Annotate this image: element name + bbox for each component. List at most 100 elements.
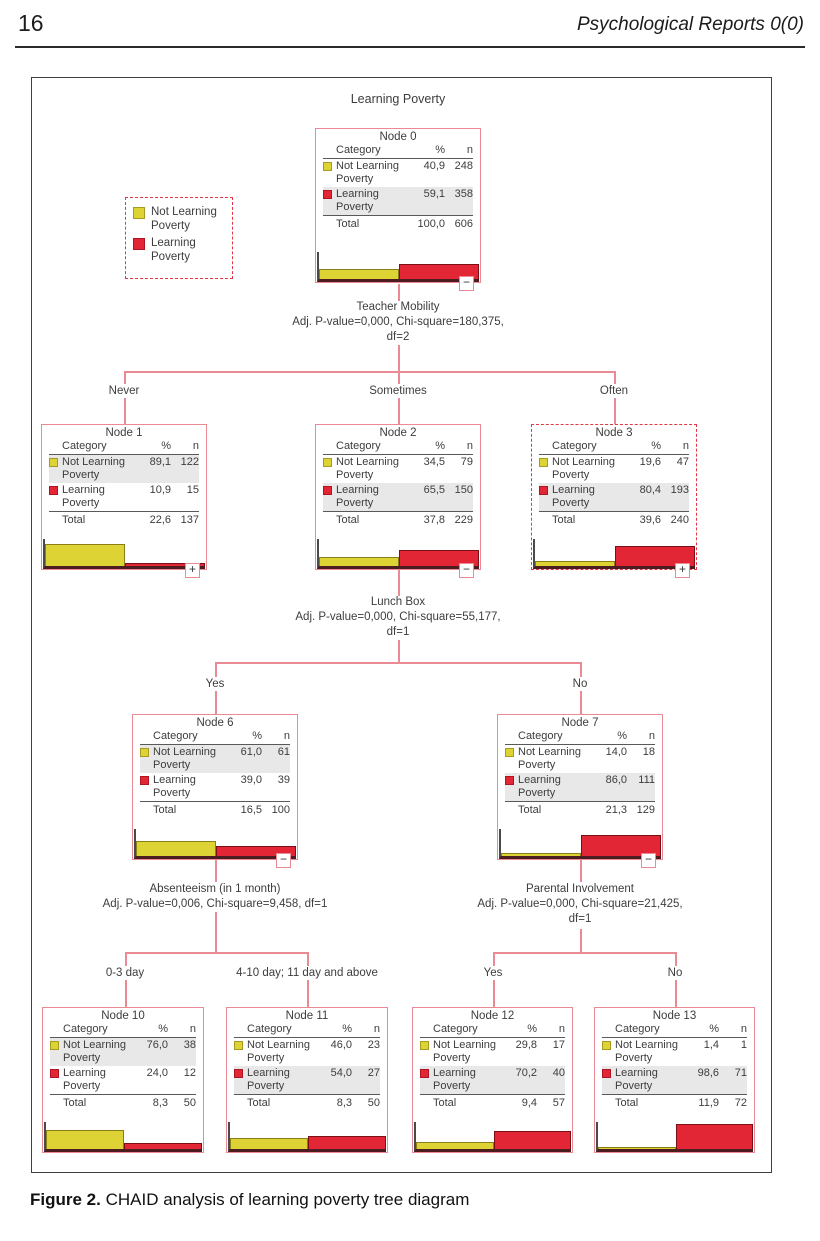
category-percent: 1,4 xyxy=(703,1039,719,1051)
category-percent: 19,6 xyxy=(639,456,661,468)
column-header-n: n xyxy=(373,1023,380,1035)
learning-poverty-bar xyxy=(615,545,695,566)
table-header-row: Category % n xyxy=(323,440,473,455)
node-1: Node 1 Category % n Not Learning Poverty… xyxy=(41,424,207,578)
node-title: Node 10 xyxy=(101,1010,145,1022)
table-header-row: Category % n xyxy=(602,1023,747,1038)
total-label: Total xyxy=(518,804,542,816)
total-percent: 21,3 xyxy=(605,804,627,816)
node-table: Category % n Not Learning Poverty 89,1 1… xyxy=(49,440,199,528)
category-percent: 40,9 xyxy=(423,160,445,172)
total-label: Total xyxy=(63,1097,87,1109)
not-learning-poverty-bar xyxy=(501,852,581,856)
category-name: Not Learning Poverty xyxy=(615,1039,678,1064)
category-count: 15 xyxy=(186,484,199,496)
row-learning-poverty: Learning Poverty 70,2 40 xyxy=(420,1066,565,1094)
learning-poverty-swatch-icon xyxy=(539,486,548,495)
node-bar-chart xyxy=(596,1122,753,1152)
split-variable: Parental Involvement xyxy=(525,883,635,895)
total-percent: 8,3 xyxy=(152,1097,168,1109)
node-0: Node 0 Category % n Not Learning Poverty… xyxy=(315,128,481,291)
total-count: 57 xyxy=(552,1097,565,1109)
category-name: Not Learning Poverty xyxy=(153,746,216,771)
category-name: Not Learning Poverty xyxy=(518,746,581,771)
category-count: 150 xyxy=(454,484,473,496)
column-header-category: Category xyxy=(518,730,563,742)
table-header-row: Category % n xyxy=(323,144,473,159)
connector-line xyxy=(580,929,582,952)
row-learning-poverty: Learning Poverty 65,5 150 xyxy=(323,483,473,511)
node-bar-chart xyxy=(134,829,296,859)
node-bar-chart xyxy=(499,829,661,859)
split-absenteeism: Absenteeism (in 1 month) Adj. P-value=0,… xyxy=(65,882,365,912)
expand-collapse-button[interactable]: − xyxy=(276,853,291,868)
column-header-n: n xyxy=(682,440,689,452)
column-header-category: Category xyxy=(63,1023,108,1035)
connector-line xyxy=(398,640,400,662)
column-header-category: Category xyxy=(615,1023,660,1035)
category-count: 248 xyxy=(454,160,473,172)
learning-poverty-bar xyxy=(124,1143,202,1149)
split-parental-involvement: Parental Involvement Adj. P-value=0,000,… xyxy=(430,882,730,927)
category-percent: 76,0 xyxy=(146,1039,168,1051)
column-header-category: Category xyxy=(62,440,107,452)
category-percent: 24,0 xyxy=(146,1067,168,1079)
column-header-percent: % xyxy=(342,1023,352,1035)
total-percent: 9,4 xyxy=(521,1097,537,1109)
total-percent: 37,8 xyxy=(423,514,445,526)
node-bar-chart xyxy=(533,539,695,569)
category-count: 18 xyxy=(642,746,655,758)
row-not-learning-poverty: Not Learning Poverty 1,4 1 xyxy=(602,1038,747,1066)
header-rule xyxy=(15,46,805,48)
node-bar-chart xyxy=(228,1122,386,1152)
category-count: 61 xyxy=(277,746,290,758)
row-not-learning-poverty: Not Learning Poverty 40,9 248 xyxy=(323,159,473,187)
learning-poverty-swatch-icon xyxy=(602,1069,611,1078)
node-10: Node 10 Category % n Not Learning Povert… xyxy=(42,1007,204,1153)
node-table: Category % n Not Learning Poverty 34,5 7… xyxy=(323,440,473,528)
expand-collapse-button[interactable]: + xyxy=(675,563,690,578)
table-header-row: Category % n xyxy=(420,1023,565,1038)
total-label: Total xyxy=(336,218,360,230)
not-learning-poverty-bar xyxy=(46,1130,124,1149)
total-percent: 39,6 xyxy=(639,514,661,526)
not-learning-poverty-bar xyxy=(416,1141,494,1149)
node-3: Node 3 Category % n Not Learning Poverty… xyxy=(531,424,697,578)
table-header-row: Category % n xyxy=(234,1023,380,1038)
table-header-row: Category % n xyxy=(505,730,655,745)
total-row: Total 8,3 50 xyxy=(234,1094,380,1111)
column-header-n: n xyxy=(189,1023,196,1035)
category-percent: 98,6 xyxy=(697,1067,719,1079)
category-count: 27 xyxy=(367,1067,380,1079)
expand-collapse-button[interactable]: + xyxy=(185,563,200,578)
category-name: Learning Poverty xyxy=(336,188,379,213)
expand-collapse-button[interactable]: − xyxy=(459,276,474,291)
category-name: Not Learning Poverty xyxy=(552,456,615,481)
total-row: Total 16,5 100 xyxy=(140,801,290,818)
total-row: Total 37,8 229 xyxy=(323,511,473,528)
branch-label-sometimes: Sometimes xyxy=(365,384,431,398)
table-header-row: Category % n xyxy=(49,440,199,455)
node-bar-chart xyxy=(414,1122,571,1152)
total-row: Total 11,9 72 xyxy=(602,1094,747,1111)
total-count: 100 xyxy=(271,804,290,816)
column-header-category: Category xyxy=(336,144,381,156)
row-learning-poverty: Learning Poverty 39,0 39 xyxy=(140,773,290,801)
node-title: Node 12 xyxy=(470,1010,515,1022)
node-title: Node 0 xyxy=(379,131,417,143)
category-percent: 65,5 xyxy=(423,484,445,496)
not-learning-poverty-swatch-icon xyxy=(323,458,332,467)
legend-box: Not Learning Poverty Learning Poverty xyxy=(125,197,233,279)
total-label: Total xyxy=(247,1097,271,1109)
row-not-learning-poverty: Not Learning Poverty 76,0 38 xyxy=(50,1038,196,1066)
category-count: 193 xyxy=(670,484,689,496)
category-name: Not Learning Poverty xyxy=(62,456,125,481)
expand-collapse-button[interactable]: − xyxy=(641,853,656,868)
category-count: 39 xyxy=(277,774,290,786)
node-title: Node 3 xyxy=(595,427,633,439)
category-name: Not Learning Poverty xyxy=(336,160,399,185)
expand-collapse-button[interactable]: − xyxy=(459,563,474,578)
total-count: 129 xyxy=(636,804,655,816)
node-bar-chart xyxy=(317,252,479,282)
